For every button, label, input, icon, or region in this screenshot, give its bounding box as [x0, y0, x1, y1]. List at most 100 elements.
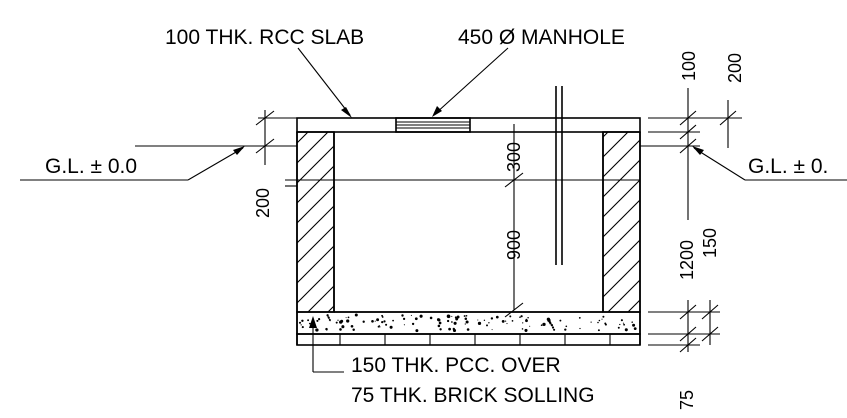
- pcc-aggregate-dot: [550, 324, 554, 327]
- pcc-aggregate-dot: [501, 319, 505, 323]
- pcc-aggregate-dot: [376, 318, 380, 322]
- pcc-aggregate-dot: [519, 316, 521, 318]
- brick-soling-label: 75 THK. BRICK SOLLING: [351, 384, 595, 407]
- pcc-aggregate-dot: [466, 328, 470, 331]
- pcc-aggregate-dot: [631, 321, 633, 323]
- pcc-aggregate-dot: [439, 328, 442, 331]
- pcc-aggregate-dot: [590, 321, 592, 323]
- pcc-aggregate-dot: [402, 317, 406, 321]
- pcc-aggregate-dot: [389, 325, 393, 329]
- dim-1200: 1200: [677, 240, 697, 280]
- pcc-aggregate-dot: [463, 315, 466, 317]
- pcc-aggregate-dot: [437, 318, 441, 322]
- left-brick-wall: [296, 131, 335, 313]
- pcc-aggregate-dot: [455, 317, 459, 321]
- pcc-label-line1: 150 THK. PCC. OVER: [351, 354, 561, 377]
- pcc-aggregate-dot: [371, 319, 374, 323]
- pcc-aggregate-dot: [597, 321, 599, 324]
- pcc-aggregate-dot: [429, 316, 433, 320]
- pcc-aggregate-dot: [392, 319, 394, 322]
- pcc-aggregate-dot: [329, 320, 331, 322]
- pcc-aggregate-dot: [362, 320, 365, 323]
- pcc-aggregate-dot: [341, 325, 345, 329]
- pcc-aggregate-dot: [335, 321, 338, 324]
- dim-300: 300: [504, 142, 524, 172]
- pcc-aggregate-dot: [602, 315, 605, 318]
- pcc-aggregate-dot: [564, 328, 567, 331]
- pcc-aggregate-dot: [524, 328, 528, 332]
- pcc-aggregate-dot: [465, 314, 468, 317]
- pcc-aggregate-dot: [477, 319, 479, 321]
- pcc-aggregate-dot: [622, 322, 624, 324]
- pcc-aggregate-dot: [354, 313, 358, 317]
- pcc-aggregate-dot: [414, 317, 418, 321]
- pcc-aggregate-dot: [578, 316, 581, 319]
- right-brick-wall: [602, 131, 641, 313]
- pcc-aggregate-dot: [346, 319, 350, 323]
- pcc-aggregate-dot: [419, 314, 423, 318]
- pcc-aggregate-dot: [411, 322, 415, 326]
- pcc-aggregate-dot: [352, 328, 355, 331]
- leader-lines: [297, 47, 509, 373]
- pcc-aggregate-dot: [301, 319, 304, 322]
- pcc-aggregate-dot: [381, 316, 384, 318]
- pcc-aggregate-dot: [559, 319, 562, 322]
- pcc-aggregate-dot: [551, 326, 555, 329]
- pcc-aggregate-dot: [553, 328, 556, 331]
- pcc-aggregate-dot: [464, 323, 466, 325]
- pcc-aggregate-dot: [633, 324, 635, 327]
- pcc-aggregate-dot: [316, 319, 319, 322]
- pcc-aggregate-dot: [565, 325, 568, 328]
- pcc-aggregate-dot: [301, 326, 304, 329]
- pcc-aggregate-dot: [542, 322, 546, 327]
- pcc-aggregate-dot: [410, 314, 412, 316]
- tank-structure: [296, 86, 641, 346]
- pcc-aggregate-dot: [383, 320, 386, 323]
- pcc-aggregate-dot: [456, 315, 460, 319]
- pcc-aggregate-dot: [598, 319, 601, 322]
- pcc-aggregate-dot: [505, 320, 507, 322]
- pcc-aggregate-dot: [448, 327, 451, 331]
- pcc-aggregate-dot: [403, 324, 405, 326]
- pcc-aggregate-dot: [298, 321, 302, 324]
- pcc-aggregate-dot: [579, 327, 581, 330]
- pcc-aggregate-dot: [465, 320, 469, 324]
- pcc-aggregate-dot: [620, 319, 623, 322]
- pcc-aggregate-dot: [490, 317, 494, 320]
- pcc-aggregate-dot: [491, 329, 493, 331]
- pcc-aggregate-dot: [307, 319, 310, 322]
- pcc-aggregate-dot: [486, 324, 488, 327]
- dim-900: 900: [504, 230, 524, 260]
- pcc-aggregate-dot: [601, 318, 603, 320]
- pcc-aggregate-dot: [446, 314, 451, 318]
- pcc-aggregate-dot: [451, 321, 453, 323]
- pcc-aggregate-dot: [379, 326, 381, 328]
- dim-75: 75: [677, 390, 697, 410]
- rcc-slab-label: 100 THK. RCC SLAB: [165, 26, 364, 49]
- pcc-aggregate-dot: [597, 329, 600, 332]
- pcc-aggregate-dot: [521, 328, 524, 330]
- gl-right-label: G.L. ± 0.: [748, 155, 828, 178]
- pcc-aggregate-dot: [452, 328, 457, 333]
- pcc-aggregate-dot: [506, 323, 508, 325]
- dimension-lines: [255, 88, 742, 353]
- dim-200-left: 200: [253, 188, 273, 218]
- pcc-aggregate-dot: [520, 315, 523, 318]
- pcc-aggregate-dot: [464, 317, 468, 320]
- pcc-aggregate-dot: [327, 315, 329, 317]
- pcc-aggregate-dot: [511, 320, 514, 322]
- pcc-layer: [296, 311, 641, 335]
- pcc-aggregate-dot: [438, 321, 442, 325]
- dim-150: 150: [700, 228, 720, 258]
- pcc-aggregate-dot: [509, 315, 512, 318]
- pcc-aggregate-dot: [522, 322, 524, 324]
- pcc-aggregate-dot: [300, 324, 302, 326]
- pcc-aggregate-dot: [315, 328, 319, 332]
- pcc-aggregate-dot: [617, 326, 620, 329]
- pcc-aggregate-dot: [527, 316, 529, 319]
- pcc-aggregate-dot: [337, 319, 339, 321]
- pcc-aggregate-dot: [374, 320, 376, 322]
- pcc-aggregate-dot: [446, 319, 450, 323]
- pcc-aggregate-dot: [308, 322, 311, 325]
- pcc-aggregate-dot: [623, 323, 625, 326]
